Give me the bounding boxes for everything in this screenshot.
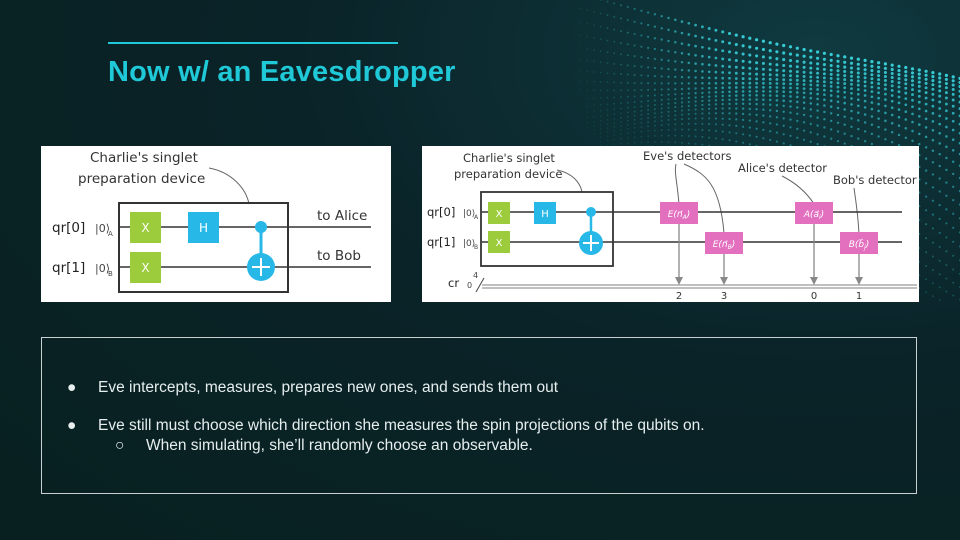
to-bob-label: to Bob	[317, 248, 361, 264]
x-gate-qr0-label: X	[141, 221, 149, 235]
sub-bullet-text: When simulating, she’ll randomly choose …	[146, 437, 533, 454]
x-gate-qr1	[488, 231, 510, 253]
measure-bob	[840, 232, 878, 254]
h-gate-qr0-label: H	[199, 221, 208, 235]
bullet-text: Eve intercepts, measures, prepares new o…	[98, 379, 559, 396]
measure-arrowhead-eve-a	[675, 277, 683, 285]
x-gate-qr0	[488, 202, 510, 224]
classical-bit-bob: 1	[856, 291, 862, 302]
classical-bit-alice: 0	[811, 291, 817, 302]
circuit-diagram-charlie: Charlie's singlet preparation device qr[…	[41, 146, 391, 302]
charlie-device-box	[118, 202, 289, 293]
measure-eve-b-label: E(n⃗B)	[713, 240, 736, 251]
device-label-line2: preparation device	[454, 167, 562, 181]
classical-bit-eve-b: 3	[721, 291, 727, 302]
eve-pointer-1	[674, 163, 680, 205]
h-gate-qr0-label: H	[541, 209, 549, 220]
cnot-control-dot	[255, 221, 267, 233]
eve-detectors-label: Eve's detectors	[643, 149, 732, 163]
classical-width-slash	[475, 277, 485, 293]
sub-bullet-marker: ○	[115, 437, 125, 454]
register-qr0-label: qr[0]	[427, 205, 455, 219]
h-gate-qr0	[188, 212, 219, 243]
measure-alice	[795, 202, 833, 224]
measure-alice-label: A(a⃗i)	[803, 210, 824, 221]
ket-qr1-subscript: B	[474, 244, 478, 251]
measure-eve-a-label: E(n⃗A)	[668, 210, 691, 221]
circuit-diagram-eavesdropper: Charlie's singlet preparation device Eve…	[422, 146, 919, 302]
device-label-line2: preparation device	[78, 171, 205, 187]
measure-arrowhead-alice	[810, 277, 818, 285]
ket-qr1: |0⟩	[463, 239, 475, 249]
ket-qr1: |0⟩	[95, 262, 110, 275]
register-qr1-label: qr[1]	[52, 260, 85, 276]
classical-register-label: cr	[448, 276, 459, 290]
ket-qr0-subscript: A	[474, 214, 479, 221]
device-label-pointer	[556, 169, 583, 193]
alice-detector-label: Alice's detector	[738, 161, 827, 175]
alice-pointer	[781, 175, 815, 205]
charlie-device-box	[480, 191, 614, 267]
h-gate-qr0	[534, 202, 556, 224]
title-underline	[108, 42, 398, 44]
slide-title: Now w/ an Eavesdropper	[108, 56, 456, 88]
register-qr0-label: qr[0]	[52, 220, 85, 236]
bullet-marker: ●	[67, 417, 77, 434]
ket-qr0: |0⟩	[95, 222, 110, 235]
circuit-right-svg: Charlie's singlet preparation device Eve…	[427, 149, 917, 302]
classical-zero: 0	[467, 281, 472, 290]
x-gate-qr0	[130, 212, 161, 243]
ket-qr0: |0⟩	[463, 209, 475, 219]
x-gate-qr1-label: X	[496, 238, 503, 249]
bob-detector-label: Bob's detector	[833, 173, 917, 187]
x-gate-qr1-label: X	[141, 261, 149, 275]
x-gate-qr1	[130, 252, 161, 283]
device-label-pointer	[208, 167, 250, 205]
classical-bit-eve-a: 2	[676, 291, 682, 302]
measure-arrowhead-bob	[855, 277, 863, 285]
bullet-text: Eve still must choose which direction sh…	[98, 417, 705, 434]
circuit-left-svg: Charlie's singlet preparation device qr[…	[52, 150, 371, 293]
measure-eve-b	[705, 232, 743, 254]
measure-eve-a	[660, 202, 698, 224]
bullet-list-box: ● Eve intercepts, measures, prepares new…	[41, 337, 917, 494]
x-gate-qr0-label: X	[496, 209, 503, 220]
ket-qr0-subscript: A	[108, 230, 113, 238]
bullet-marker: ●	[67, 379, 77, 396]
bob-pointer	[853, 187, 860, 235]
device-label-line1: Charlie's singlet	[90, 150, 198, 166]
measure-bob-label: B(b⃗j)	[849, 238, 870, 251]
register-qr1-label: qr[1]	[427, 235, 455, 249]
device-label-line1: Charlie's singlet	[463, 151, 555, 165]
cnot-control-dot	[586, 207, 596, 217]
to-alice-label: to Alice	[317, 208, 367, 224]
classical-width: 4	[473, 271, 478, 280]
ket-qr1-subscript: B	[108, 270, 113, 278]
measure-arrowhead-eve-b	[720, 277, 728, 285]
eve-pointer-2	[683, 163, 725, 234]
